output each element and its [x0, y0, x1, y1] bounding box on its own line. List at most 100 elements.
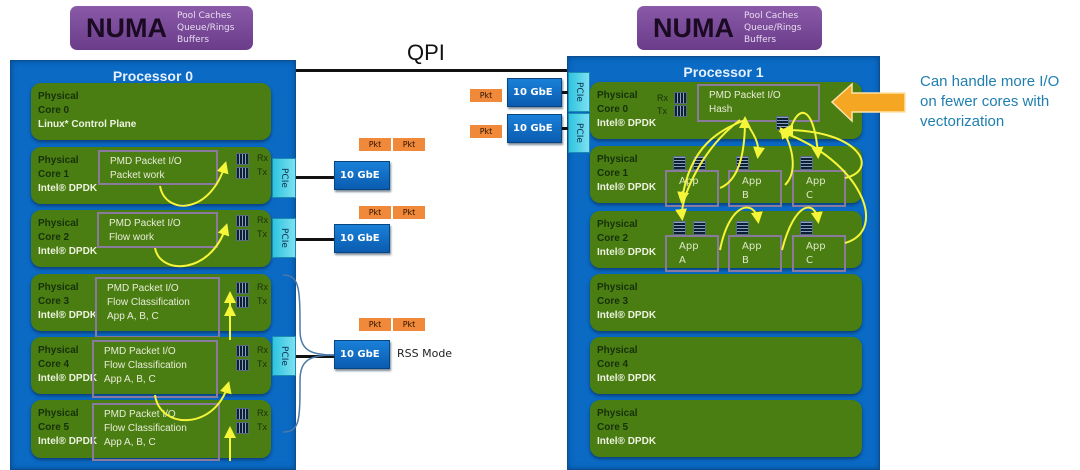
- nic-link: [296, 238, 334, 241]
- nic-10gbe: 10 GbE: [507, 78, 562, 107]
- core-line: Physical: [38, 91, 79, 102]
- rss-mode-label: RSS Mode: [397, 347, 453, 360]
- core-line: Physical: [597, 282, 638, 293]
- core-line: Physical: [38, 155, 79, 166]
- core-line: Core 0: [38, 105, 70, 116]
- flow-arrow: [154, 381, 232, 421]
- core-sub: Intel® DPDK: [38, 373, 98, 384]
- tx-label: Tx: [657, 106, 667, 116]
- pmd-line: PMD Packet I/O: [104, 346, 176, 357]
- pcie-label: PCIe: [574, 82, 584, 102]
- core-sub: Intel® DPDK: [597, 310, 657, 321]
- numa-label: NUMA: [86, 12, 167, 43]
- queue-icon: [693, 221, 706, 235]
- pcie-label: PCIe: [279, 168, 289, 188]
- nic-10gbe: 10 GbE: [334, 161, 390, 190]
- flow-arrow: [778, 129, 867, 244]
- callout-text: Can handle more I/O on fewer cores with …: [920, 72, 1059, 132]
- numa-detail: Buffers: [744, 35, 777, 45]
- tx-queue-icon: [236, 422, 249, 434]
- pmd-line: App A, B, C: [104, 437, 156, 448]
- app-label: App: [679, 241, 699, 252]
- core-line: Physical: [597, 345, 638, 356]
- numa-detail: Queue/Rings: [177, 23, 235, 33]
- flow-arrow: [719, 206, 763, 251]
- core-line: Core 4: [597, 359, 629, 370]
- nic-link: [296, 176, 334, 179]
- rss-bracket: [282, 274, 335, 356]
- core-sub: Intel® DPDK: [38, 246, 98, 257]
- core-sub: Intel® DPDK: [38, 436, 98, 447]
- numa-detail: Buffers: [177, 35, 210, 45]
- core-line: Physical: [597, 219, 638, 230]
- pmd-line: PMD Packet I/O: [110, 156, 182, 167]
- nic-link: [562, 91, 568, 94]
- app-label: App: [806, 176, 826, 187]
- flow-arrow: [789, 111, 824, 159]
- rx-label: Rx: [257, 408, 268, 418]
- pmd-line: Flow Classification: [104, 423, 187, 434]
- pmd-line: PMD Packet I/O: [107, 283, 179, 294]
- core-line: Core 2: [597, 233, 629, 244]
- flow-arrow: [675, 119, 741, 221]
- flow-arrow: [154, 223, 230, 268]
- callout-line: Can handle more I/O: [920, 73, 1060, 90]
- app-label: App: [742, 241, 762, 252]
- pmd-line: PMD Packet I/O: [709, 90, 781, 101]
- pmd-line: Flow work: [109, 232, 155, 243]
- pcie-slot: PCIe: [568, 113, 590, 153]
- pmd-line: Hash: [709, 104, 733, 115]
- queue-icon: [673, 221, 686, 235]
- app-label: C: [806, 255, 813, 266]
- core-line: Core 5: [38, 422, 70, 433]
- pmd-box: PMD Packet I/O Hash: [697, 84, 820, 122]
- rx-label: Rx: [657, 93, 668, 103]
- tx-queue-icon: [236, 229, 249, 241]
- pmd-line: Flow Classification: [104, 360, 187, 371]
- rx-queue-icon: [236, 282, 249, 294]
- core-line: Physical: [38, 345, 79, 356]
- flow-arrow: [677, 119, 746, 204]
- callout-arrow: [830, 82, 906, 123]
- packet: Pkt: [393, 206, 425, 219]
- packet: Pkt: [359, 318, 391, 331]
- core-line: Core 0: [597, 104, 629, 115]
- flow-arrow: [719, 116, 751, 189]
- tx-label: Tx: [257, 296, 267, 306]
- pcie-slot: PCIe: [272, 336, 296, 376]
- packet: Pkt: [393, 318, 425, 331]
- core-line: Physical: [597, 154, 638, 165]
- tx-label: Tx: [257, 167, 267, 177]
- core-line: Core 1: [38, 169, 70, 180]
- tx-queue-icon: [236, 296, 249, 308]
- app-label: B: [742, 190, 749, 201]
- rx-queue-icon: [236, 408, 249, 420]
- flow-arrow: [781, 124, 863, 179]
- flow-arrow: [744, 119, 765, 159]
- core-sub: Intel® DPDK: [597, 118, 657, 129]
- tx-label: Tx: [257, 229, 267, 239]
- pcie-label: PCIe: [574, 123, 584, 143]
- nic-10gbe: 10 GbE: [334, 224, 390, 253]
- pcie-slot: PCIe: [272, 158, 296, 198]
- queue-icon: [673, 156, 686, 170]
- queue-icon: [800, 221, 813, 235]
- app-label: A: [679, 255, 686, 266]
- callout-line: on fewer cores with: [920, 93, 1050, 110]
